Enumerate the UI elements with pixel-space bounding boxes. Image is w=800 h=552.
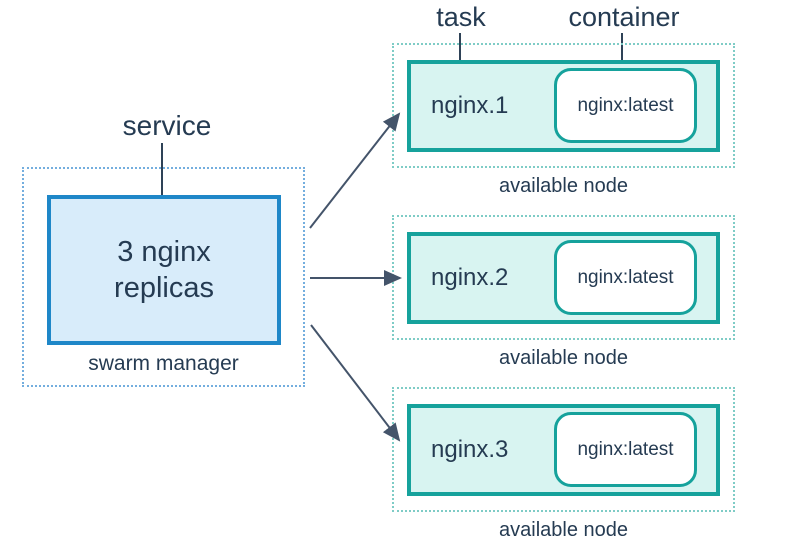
service-box-text: 3 nginx replicas <box>114 235 214 304</box>
task-leader-line <box>459 33 461 83</box>
service-box: 3 nginx replicas <box>47 195 281 345</box>
service-leader-line <box>161 143 163 227</box>
task-box-2: nginx.2 nginx:latest <box>407 232 720 324</box>
task-name-2: nginx.2 <box>431 264 509 291</box>
node-caption-1: available node <box>499 175 628 197</box>
container-box-3: nginx:latest <box>554 412 697 487</box>
available-node-3: nginx.3 nginx:latest available node <box>392 387 735 541</box>
swarm-manager-node: 3 nginx replicas swarm manager <box>22 167 305 387</box>
container-image-1: nginx:latest <box>577 94 674 116</box>
container-box-2: nginx:latest <box>554 240 697 315</box>
task-label: task <box>436 2 486 32</box>
arrow-to-node-1 <box>309 112 401 229</box>
container-box-1: nginx:latest <box>554 68 697 143</box>
available-node-1: nginx.1 nginx:latest available node <box>392 43 735 197</box>
task-box-1: nginx.1 nginx:latest <box>407 60 720 152</box>
node-caption-2: available node <box>499 347 628 369</box>
service-label: service <box>122 110 212 141</box>
available-node-2: nginx.2 nginx:latest available node <box>392 215 735 369</box>
container-label: container <box>568 2 680 32</box>
container-image-2: nginx:latest <box>577 266 674 288</box>
task-box-3: nginx.3 nginx:latest <box>407 404 720 496</box>
swarm-manager-caption: swarm manager <box>88 352 239 375</box>
arrow-to-node-3 <box>310 324 401 442</box>
container-image-3: nginx:latest <box>577 438 674 460</box>
task-name-3: nginx.3 <box>431 436 509 463</box>
task-name-1: nginx.1 <box>431 92 509 119</box>
node-caption-3: available node <box>499 519 628 541</box>
